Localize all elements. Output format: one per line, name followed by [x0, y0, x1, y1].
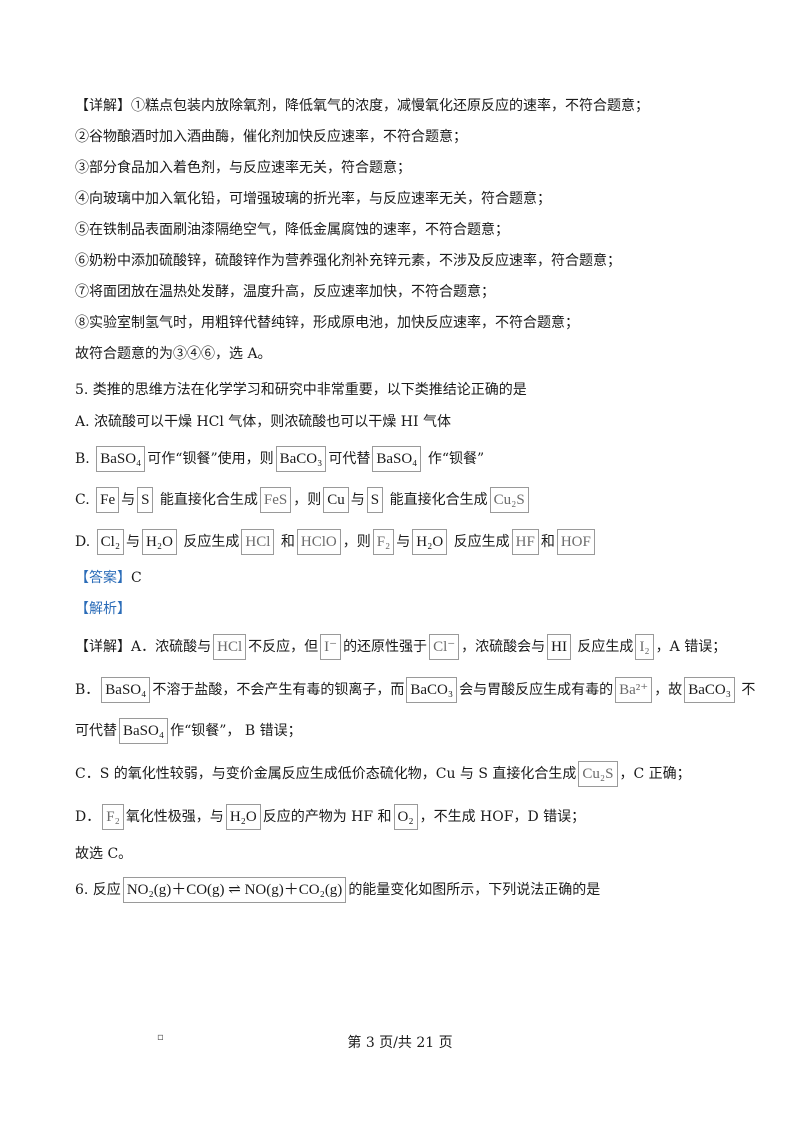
formula-cu2s: Cu₂S	[578, 761, 618, 787]
formula-i-ion: I⁻	[320, 634, 342, 660]
formula-s: S	[137, 487, 154, 513]
formula-baso4: BaSO₄	[372, 446, 422, 472]
answer-line: 【答案】C	[75, 568, 142, 588]
formula-hof: HOF	[556, 529, 595, 555]
detail-text: ①糕点包装内放除氧剂，降低氧气的浓度，减慢氧化还原反应的速率，不符合题意；	[131, 98, 649, 114]
analysis-line-c: C．S 的氧化性较弱，与变价金属反应生成低价态硫化物，Cu 与 S 直接化合生成…	[75, 761, 691, 787]
formula-baco3: BaCO₃	[275, 446, 327, 472]
formula-cl-ion: Cl⁻	[429, 634, 460, 660]
formula-baso4: BaSO₄	[101, 677, 151, 703]
option-a: A. 浓硫酸可以干燥 HCl 气体，则浓硫酸也可以干燥 HI 气体	[75, 414, 451, 430]
formula-reaction-equation: NO₂(g)＋CO(g) ⇌ NO(g)＋CO₂(g)	[122, 877, 347, 903]
detail-line-6: ⑥奶粉中添加硫酸锌，硫酸锌作为营养强化剂补充锌元素，不涉及反应速率，符合题意；	[75, 253, 621, 269]
question-5-stem: 5. 类推的思维方法在化学学习和研究中非常重要，以下类推结论正确的是	[75, 382, 527, 398]
formula-fes: FeS	[259, 487, 292, 513]
page-footer: 第 3 页/共 21 页	[347, 1035, 453, 1051]
formula-hf: HF	[511, 529, 539, 555]
formula-cu2s: Cu₂S	[489, 487, 529, 513]
formula-hcl: HCl	[213, 634, 247, 660]
detail-line-2: ②谷物酿酒时加入酒曲酶，催化剂加快反应速率，不符合题意；	[75, 129, 467, 145]
detail-line-3: ③部分食品加入着色剂，与反应速率无关，符合题意；	[75, 160, 411, 176]
answer-value: C	[131, 570, 142, 586]
formula-fe: Fe	[96, 487, 120, 513]
detail-line-8: ⑧实验室制氢气时，用粗锌代替纯锌，形成原电池，加快反应速率，不符合题意；	[75, 315, 579, 331]
detail-tag: 【详解】	[75, 98, 131, 114]
formula-s: S	[366, 487, 384, 513]
formula-baso4: BaSO₄	[119, 718, 169, 744]
conclusion-line: 故符合题意的为③④⑥，选 A。	[75, 346, 272, 362]
formula-hcl: HCl	[241, 529, 275, 555]
formula-baco3: BaCO₃	[406, 677, 458, 703]
detail-line-7: ⑦将面团放在温热处发酵，温度升高，反应速率加快，不符合题意；	[75, 284, 495, 300]
analysis-heading: 【解析】	[75, 599, 131, 619]
formula-cl2: Cl₂	[96, 529, 125, 555]
formula-o2: O₂	[393, 804, 418, 830]
analysis-tag: 【解析】	[75, 601, 131, 617]
formula-f2: F₂	[102, 804, 124, 830]
formula-cu: Cu	[323, 487, 349, 513]
formula-i2: I₂	[635, 634, 654, 660]
detail-line-4: ④向玻璃中加入氧化铅，可增强玻璃的折光率，与反应速率无关，符合题意；	[75, 191, 551, 207]
formula-f2: F₂	[372, 529, 395, 555]
formula-baco3: BaCO₃	[684, 677, 735, 703]
answer-tag: 【答案】	[75, 570, 131, 586]
detail-line-5: ⑤在铁制品表面刷油漆隔绝空气，降低金属腐蚀的速率，不符合题意；	[75, 222, 509, 238]
formula-h2o: H₂O	[142, 529, 177, 555]
formula-ba-ion: Ba²⁺	[615, 677, 653, 703]
final-answer-line: 故选 C。	[75, 846, 133, 862]
footer-mark-icon: ▫	[157, 1032, 164, 1043]
formula-baso4: BaSO₄	[96, 446, 146, 472]
detail-line-1: 【详解】①糕点包装内放除氧剂，降低氧气的浓度，减慢氧化还原反应的速率，不符合题意…	[75, 96, 649, 116]
formula-hclo: HClO	[296, 529, 341, 555]
formula-h2o: H₂O	[225, 804, 261, 830]
formula-hi: HI	[547, 634, 571, 660]
formula-h2o: H₂O	[412, 529, 448, 555]
